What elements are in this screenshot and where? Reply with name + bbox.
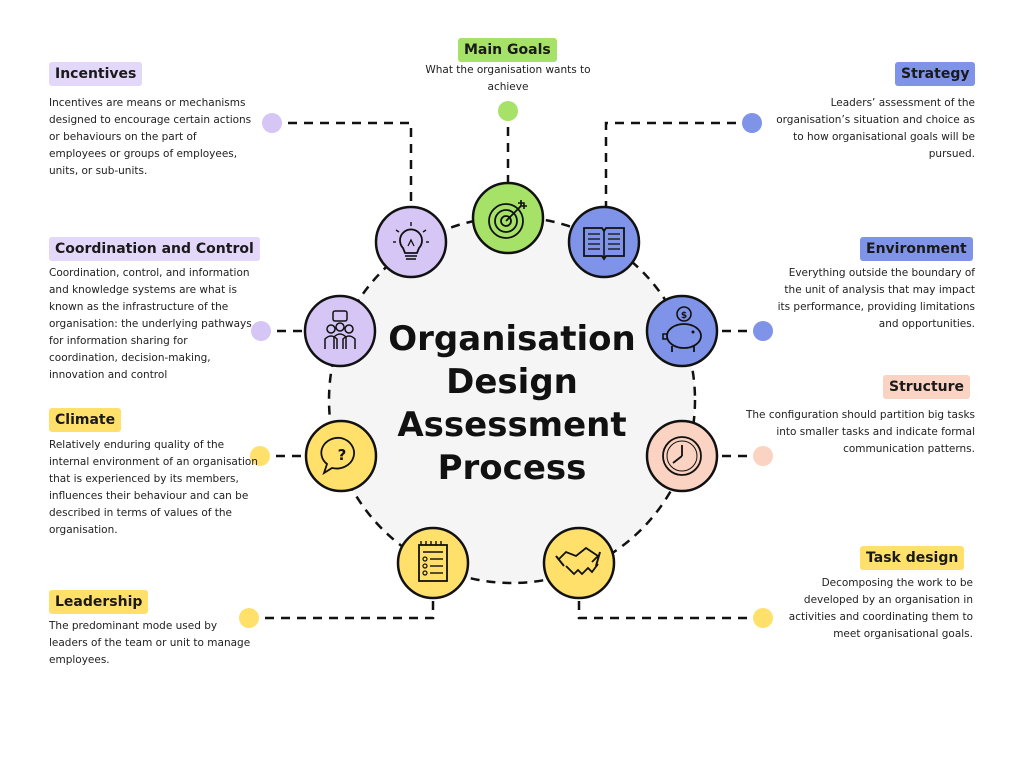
incentives-desc: Incentives are means or mechanisms desig…: [49, 97, 252, 177]
connector-leadership: [249, 598, 435, 620]
incentives-label: Incentives: [49, 62, 143, 86]
checklist-icon: [396, 526, 470, 600]
diagram-title: Organisation Design Assessment Process: [372, 318, 652, 490]
clock-icon: [645, 419, 719, 493]
connector-task-design: [577, 598, 763, 620]
environment-desc: Everything outside the boundary of the u…: [777, 267, 975, 330]
svg-text:?: ?: [338, 446, 347, 464]
team-icon: [303, 294, 377, 368]
center-circle: [327, 215, 697, 585]
book-icon: [567, 205, 641, 279]
strategy-label: Strategy: [895, 62, 976, 86]
main-goals-label: Main Goals: [458, 38, 557, 62]
climate-desc: Relatively enduring quality of the inter…: [49, 439, 258, 536]
dot-environment: [753, 321, 773, 341]
svg-text:$: $: [681, 311, 687, 321]
structure-desc: The configuration should partition big t…: [745, 409, 975, 455]
connector-incentives: [272, 121, 413, 208]
title-line-1: Organisation: [388, 319, 636, 359]
leadership-label: Leadership: [49, 590, 149, 614]
lightbulb-icon: [374, 205, 448, 279]
dot-task-design: [753, 608, 773, 628]
coordination-label: Coordination and Control: [49, 237, 260, 261]
dot-main-goals: [498, 101, 518, 121]
coordination-desc: Coordination, control, and information a…: [49, 267, 252, 381]
target-icon: [471, 181, 545, 255]
piggy-bank-icon: $: [645, 294, 719, 368]
dot-coordination: [251, 321, 271, 341]
environment-label: Environment: [860, 237, 973, 261]
question-bubble-icon: ?: [304, 419, 378, 493]
dot-leadership: [239, 608, 259, 628]
leadership-desc: The predominant mode used by leaders of …: [49, 620, 251, 666]
strategy-desc: Leaders’ assessment of the organisation’…: [776, 97, 975, 160]
handshake-icon: [542, 526, 616, 600]
dot-incentives: [262, 113, 282, 133]
title-line-4: Process: [437, 448, 587, 488]
dot-climate: [250, 446, 270, 466]
dot-strategy: [742, 113, 762, 133]
climate-label: Climate: [49, 408, 122, 432]
structure-label: Structure: [883, 375, 971, 399]
dot-structure: [753, 446, 773, 466]
main-goals-desc: What the organisation wants to achieve: [425, 64, 591, 93]
title-line-2: Design: [446, 362, 578, 402]
connector-strategy: [604, 121, 752, 208]
task-design-label: Task design: [860, 546, 965, 570]
title-line-3: Assessment: [397, 405, 627, 445]
task-design-desc: Decomposing the work to be developed by …: [788, 577, 973, 640]
